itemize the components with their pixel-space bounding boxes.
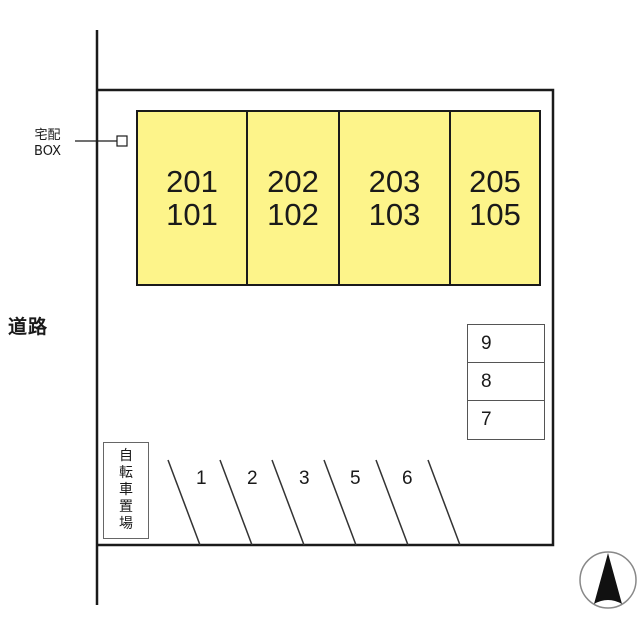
parking-space-9[interactable]: 9: [468, 325, 544, 363]
unit-201-101[interactable]: 201 101: [136, 110, 248, 286]
parking-space-3[interactable]: 3: [299, 468, 310, 489]
bicycle-parking[interactable]: 自 転 車 置 場: [103, 442, 149, 539]
bicycle-parking-char: 転: [119, 465, 133, 481]
parking-space-5[interactable]: 5: [350, 468, 361, 489]
unit-upper-number: 201: [166, 164, 218, 199]
unit-205-105[interactable]: 205 105: [449, 110, 541, 286]
bicycle-parking-char: 車: [119, 482, 133, 498]
parking-dividers: [167, 459, 461, 546]
parking-space-1[interactable]: 1: [196, 468, 207, 489]
unit-lower-number: 102: [267, 197, 319, 232]
delivery-box-label: 宅配 BOX: [34, 128, 61, 160]
unit-lower-number: 101: [166, 197, 218, 232]
unit-upper-number: 202: [267, 164, 319, 199]
site-boundary: [97, 88, 555, 547]
road-label: 道路: [8, 316, 49, 338]
unit-upper-number: 203: [368, 164, 421, 199]
unit-lower-number: 103: [368, 197, 421, 232]
parking-stack-right: 9 8 7: [467, 324, 545, 440]
delivery-box-label-line1: 宅配: [34, 128, 61, 143]
bicycle-parking-char: 場: [119, 516, 133, 532]
bicycle-parking-char: 置: [119, 499, 133, 515]
delivery-box-icon: [116, 135, 128, 147]
unit-203-103[interactable]: 203 103: [338, 110, 451, 286]
unit-202-102[interactable]: 202 102: [246, 110, 340, 286]
unit-upper-number: 205: [469, 164, 521, 199]
north-arrow-icon: [579, 551, 637, 609]
parking-space-6[interactable]: 6: [402, 468, 413, 489]
parking-space-8[interactable]: 8: [468, 363, 544, 401]
delivery-box-label-line2: BOX: [34, 144, 61, 159]
parking-space-2[interactable]: 2: [247, 468, 258, 489]
parking-space-7[interactable]: 7: [481, 409, 492, 430]
bicycle-parking-char: 自: [119, 448, 133, 464]
unit-lower-number: 105: [469, 197, 521, 232]
